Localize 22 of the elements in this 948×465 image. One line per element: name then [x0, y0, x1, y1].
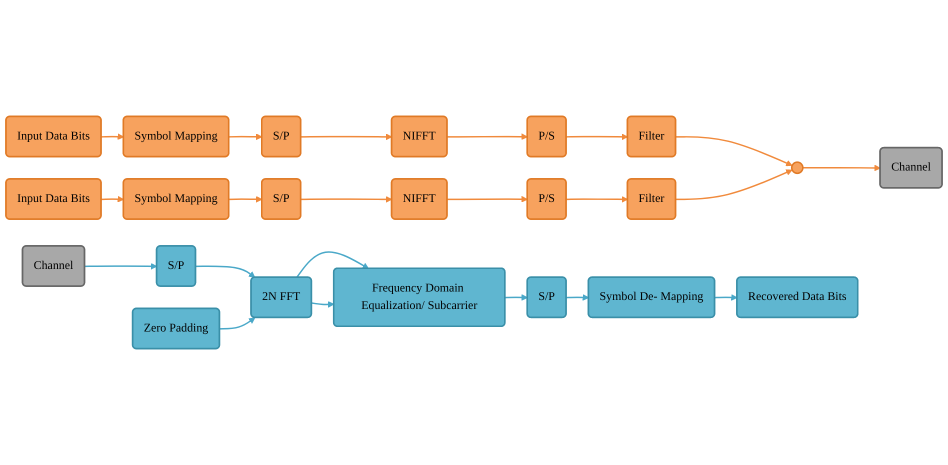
arrow	[229, 196, 262, 203]
arrow	[447, 196, 528, 202]
arrow	[220, 317, 256, 330]
arrow	[301, 196, 392, 203]
node-circle	[790, 161, 804, 174]
arrow	[301, 134, 392, 140]
arrow	[84, 263, 158, 270]
arrow	[566, 294, 590, 301]
arrow	[229, 134, 262, 140]
arrow	[312, 301, 334, 308]
arrow	[802, 164, 881, 172]
arrow	[714, 294, 738, 301]
arrow	[296, 251, 369, 278]
arrow	[566, 196, 628, 203]
arrow	[505, 294, 528, 301]
arrow	[447, 133, 528, 140]
arrow	[101, 196, 124, 202]
arrow	[566, 134, 628, 140]
arrow	[101, 133, 124, 140]
arrow	[676, 136, 792, 166]
arrow	[676, 169, 792, 200]
arrow	[196, 266, 256, 278]
